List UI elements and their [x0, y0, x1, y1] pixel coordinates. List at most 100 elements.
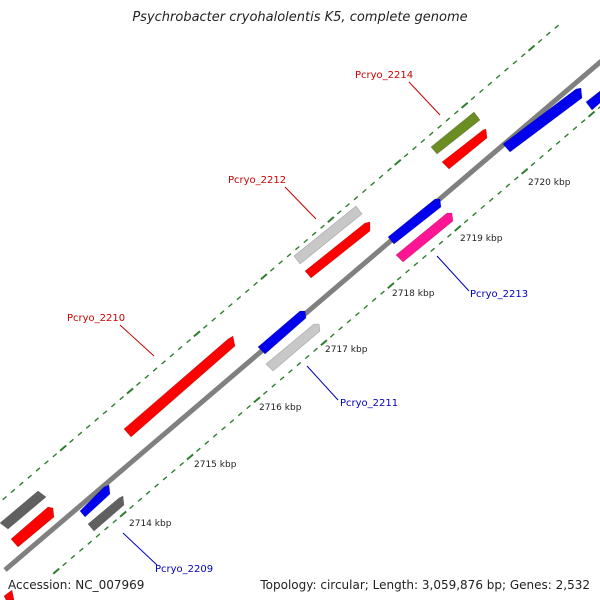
tick-mark: [193, 330, 201, 338]
tick-mark: [102, 410, 108, 415]
tick-mark: [177, 345, 183, 351]
callout-line-pcryo-2209: [122, 532, 158, 566]
tick-mark: [504, 67, 509, 72]
tick-mark: [137, 497, 143, 502]
gene-feature-red: [441, 128, 488, 170]
tick-mark: [597, 106, 600, 110]
tick-mark: [246, 404, 251, 410]
tick-mark: [236, 295, 242, 301]
tick-mark: [497, 190, 502, 195]
tick-mark: [380, 290, 385, 295]
gene-feature-darkgray: [0, 490, 47, 530]
tick-mark: [545, 31, 551, 37]
tick-mark: [104, 526, 109, 531]
tick-mark: [445, 117, 451, 122]
tick-mark: [447, 233, 452, 238]
tick-mark: [512, 60, 518, 65]
kbp-label: 2720 kbp: [528, 178, 571, 188]
kbp-label: 2718 kbp: [392, 289, 435, 299]
tick-mark: [345, 203, 350, 208]
tick-mark: [311, 231, 317, 237]
kbp-label: 2714 kbp: [129, 519, 172, 529]
gene-label-pcryo-2209: Pcryo_2209: [155, 564, 213, 575]
tick-mark: [228, 303, 233, 308]
tick-mark: [62, 561, 67, 567]
tick-mark: [262, 390, 268, 395]
gene-feature-red: [304, 221, 371, 279]
kbp-label: 2715 kbp: [194, 460, 237, 470]
gene-feature-olive-pcryo-2214: [430, 111, 481, 155]
tick-mark: [144, 374, 150, 379]
gene-feature-magenta-pcryo-2213: [395, 212, 454, 263]
tick-mark: [253, 281, 258, 287]
tick-mark: [129, 504, 134, 510]
tick-mark: [119, 510, 127, 518]
tick-mark: [505, 183, 511, 188]
callout-line-pcryo-2214: [408, 81, 441, 116]
tick-mark: [454, 225, 462, 232]
tick-mark: [336, 210, 342, 215]
tick-mark: [430, 247, 435, 253]
gene-label-pcryo-2212: Pcryo_2212: [228, 175, 286, 186]
tick-mark: [421, 254, 427, 260]
tick-mark: [370, 181, 375, 187]
tick-mark: [479, 88, 484, 94]
tick-mark: [154, 483, 159, 488]
tick-mark: [170, 469, 176, 474]
tick-mark: [580, 119, 586, 124]
tick-mark: [355, 311, 360, 317]
tick-mark: [428, 131, 434, 137]
tick-mark: [10, 488, 16, 494]
tick-mark: [513, 176, 519, 181]
tick-mark: [480, 204, 486, 210]
callout-lines: [119, 81, 470, 566]
gene-feature-darkgray: [87, 495, 125, 532]
tick-mark: [27, 474, 33, 479]
tick-mark: [169, 353, 175, 358]
tick-mark: [162, 476, 168, 481]
tick-mark: [296, 361, 302, 367]
tick-mark: [353, 195, 359, 201]
tick-mark: [196, 447, 201, 453]
kbp-label: 2716 kbp: [259, 403, 302, 413]
tick-mark: [186, 338, 191, 344]
tick-mark: [313, 347, 318, 353]
tick-mark: [18, 481, 24, 486]
tick-mark: [460, 101, 469, 109]
tick-mark: [371, 297, 377, 303]
tick-mark: [338, 326, 343, 331]
tick-mark: [288, 369, 293, 374]
gene-label-pcryo-2211: Pcryo_2211: [340, 398, 398, 409]
tick-mark: [520, 167, 529, 175]
genome-summary-text: Topology: circular; Length: 3,059,876 bp…: [260, 578, 590, 592]
tick-mark: [554, 24, 560, 29]
tick-mark: [495, 74, 501, 79]
tick-mark: [126, 387, 134, 395]
tick-mark: [320, 339, 328, 347]
tick-mark: [412, 145, 417, 151]
tick-mark: [237, 411, 243, 417]
kbp-label: 2719 kbp: [460, 234, 503, 244]
tick-mark: [387, 282, 395, 289]
tick-mark: [2, 495, 7, 501]
tick-mark: [420, 138, 426, 144]
tick-mark: [520, 53, 526, 58]
tick-mark: [329, 333, 335, 338]
tick-mark: [221, 426, 226, 431]
gene-feature-lightgray-pcryo-2212: [293, 205, 363, 265]
tick-mark: [278, 260, 283, 265]
tick-mark: [378, 174, 384, 179]
tick-mark: [363, 304, 369, 310]
tick-mark: [361, 188, 367, 194]
tick-mark: [52, 567, 60, 575]
tick-mark: [587, 110, 596, 118]
tick-mark: [260, 273, 268, 281]
callout-line-pcryo-2210: [119, 324, 155, 357]
gene-label-pcryo-2210: Pcryo_2210: [67, 313, 125, 324]
tick-mark: [346, 319, 352, 324]
tick-mark: [136, 381, 141, 387]
kbp-label: 2717 kbp: [325, 345, 368, 355]
gene-feature-blue: [257, 310, 307, 355]
tick-mark: [152, 367, 158, 372]
